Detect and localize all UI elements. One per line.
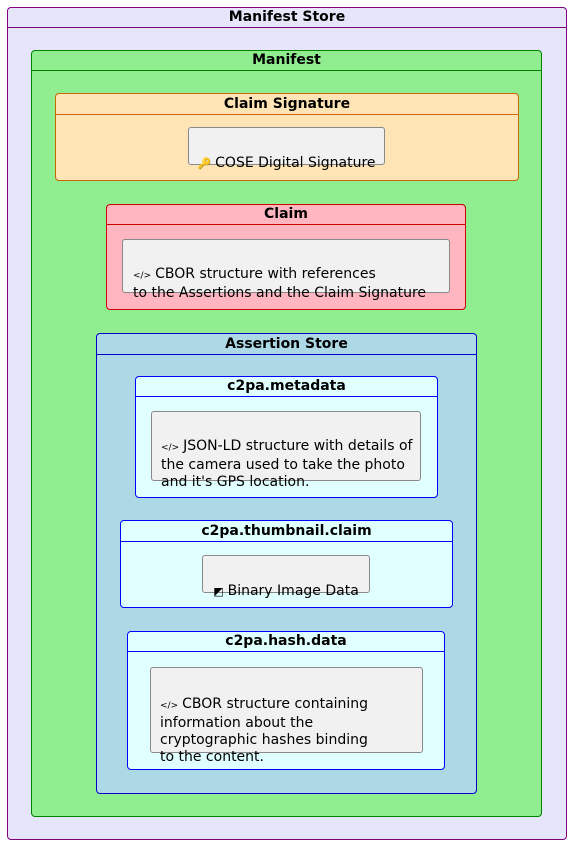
image-icon: ◩	[213, 585, 224, 598]
code-icon: </>	[133, 271, 152, 281]
claim-title: Claim	[107, 205, 465, 225]
code-icon: </>	[160, 701, 179, 711]
claim-signature-frame: Claim Signature	[55, 93, 519, 181]
hash-text: CBOR structure containing information ab…	[160, 696, 369, 765]
cose-signature-text: COSE Digital Signature	[215, 155, 376, 171]
hash-node: </>CBOR structure containing information…	[150, 667, 423, 765]
assertion-store-title: Assertion Store	[97, 334, 476, 355]
claim-signature-title: Claim Signature	[56, 94, 518, 115]
c2pa-metadata-title: c2pa.metadata	[136, 377, 437, 397]
metadata-text: JSON-LD structure with details of the ca…	[161, 438, 413, 490]
c2pa-thumbnail-title: c2pa.thumbnail.claim	[121, 521, 452, 542]
thumbnail-node: ◩Binary Image Data	[202, 555, 370, 599]
manifest-title: Manifest	[32, 51, 541, 71]
c2pa-hash-title: c2pa.hash.data	[128, 632, 444, 652]
key-icon: 🔑	[197, 157, 212, 170]
metadata-node: </>JSON-LD structure with details of the…	[151, 411, 421, 490]
thumbnail-text: Binary Image Data	[227, 583, 359, 599]
cose-signature-node: 🔑COSE Digital Signature	[188, 127, 385, 171]
code-icon: </>	[161, 443, 180, 453]
claim-text: CBOR structure with references to the As…	[133, 266, 427, 301]
claim-node: </>CBOR structure with references to the…	[122, 239, 450, 301]
manifest-store-title: Manifest Store	[8, 8, 566, 28]
